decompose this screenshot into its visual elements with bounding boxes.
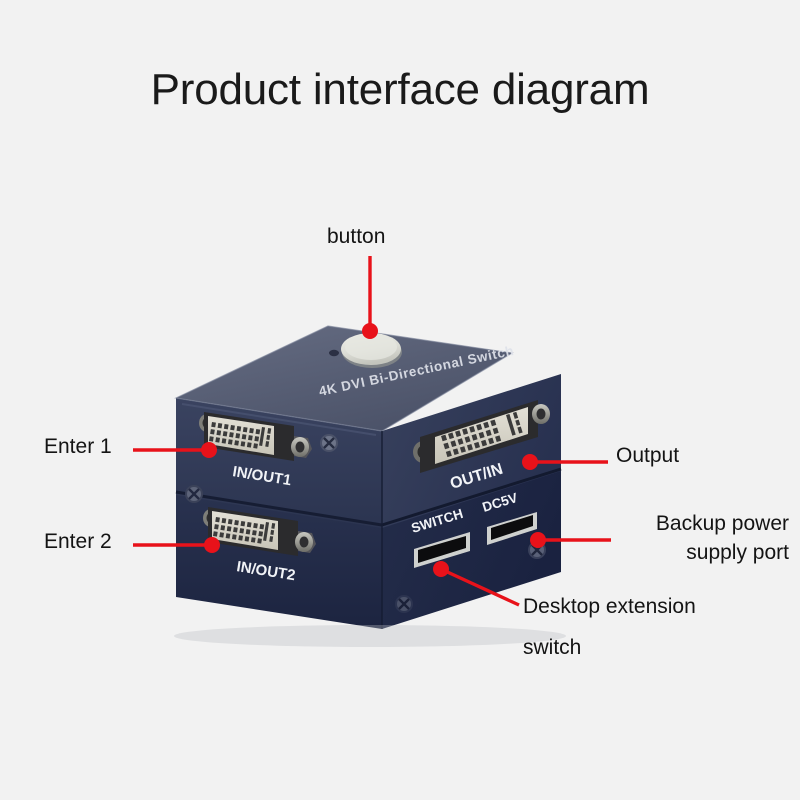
callout-label-backup-line2: supply port (686, 541, 789, 564)
callout-label-enter1: Enter 1 (44, 435, 112, 458)
leader-dot-output (522, 454, 538, 470)
leader-dot-button (362, 323, 378, 339)
power-button[interactable] (341, 333, 402, 368)
callout-label-backup: Backup power supply port (617, 509, 789, 567)
leader-dot-enter1 (201, 442, 217, 458)
upper-front-lip (181, 403, 377, 436)
thumbscrew-right-1 (291, 436, 312, 458)
lower-right-face (382, 466, 561, 629)
case-screw-lower-right-b (395, 595, 413, 613)
status-led-indicator (329, 349, 339, 357)
top-plate-bevel (173, 325, 514, 432)
connector-dc5v-port[interactable]: DC5V (480, 490, 537, 545)
callout-label-output: Output (616, 444, 680, 467)
thumbscrew-right-out (532, 404, 550, 424)
callout-label-desktop: Desktop extension switch (523, 592, 696, 662)
switch-port-cavity (418, 536, 466, 563)
device-body: 4K DVI Bi-Directional Switch (173, 325, 566, 647)
device-top-plate (176, 326, 512, 431)
housing-seam-right (381, 467, 562, 527)
callout-label-desktop-line1: Desktop extension (523, 595, 696, 618)
callout-label-desktop-line2: switch (523, 636, 582, 659)
dc5v-port-cavity (491, 515, 533, 540)
thumbscrew-right-2 (295, 531, 316, 553)
housing-seam-front (175, 490, 383, 527)
case-screw-upper-front (320, 434, 338, 452)
leader-line-desktop (442, 568, 520, 607)
callout-leaders (133, 256, 611, 607)
case-screw-lower-front (185, 485, 203, 503)
leader-dot-backup (530, 532, 546, 548)
page-title: Product interface diagram (150, 65, 650, 114)
callout-label-button: button (327, 225, 386, 248)
leader-dot-desktop (433, 561, 449, 577)
leader-dot-enter2 (204, 537, 220, 553)
device-shadow (174, 625, 566, 647)
callout-label-backup-line1: Backup power (655, 512, 789, 535)
callout-label-enter2: Enter 2 (44, 530, 112, 553)
